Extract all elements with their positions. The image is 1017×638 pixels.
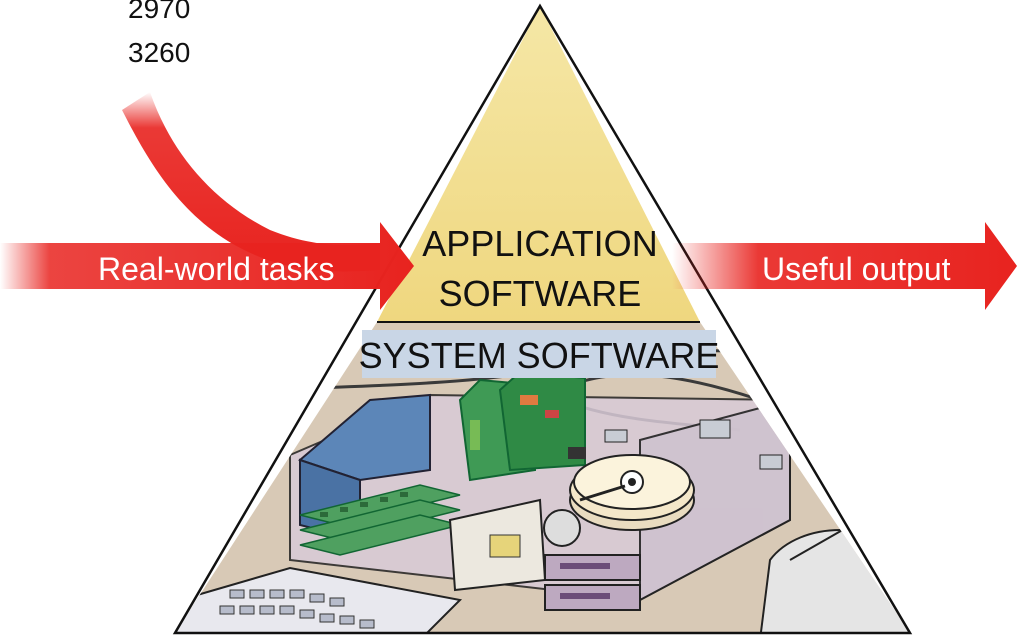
number-label-2: 3260 <box>128 37 190 68</box>
input-arrow <box>0 222 414 310</box>
pyramid-outline <box>172 3 913 635</box>
output-label: Useful output <box>762 251 951 287</box>
system-label-background <box>362 330 716 378</box>
number-label-1: 2970 <box>128 0 190 24</box>
output-arrow <box>672 222 1017 310</box>
application-layer <box>377 6 700 322</box>
input-label: Real-world tasks <box>98 251 335 287</box>
application-label-line1: APPLICATION <box>422 223 657 264</box>
system-label: SYSTEM SOFTWARE <box>359 335 720 376</box>
application-label-line2: SOFTWARE <box>439 273 642 314</box>
